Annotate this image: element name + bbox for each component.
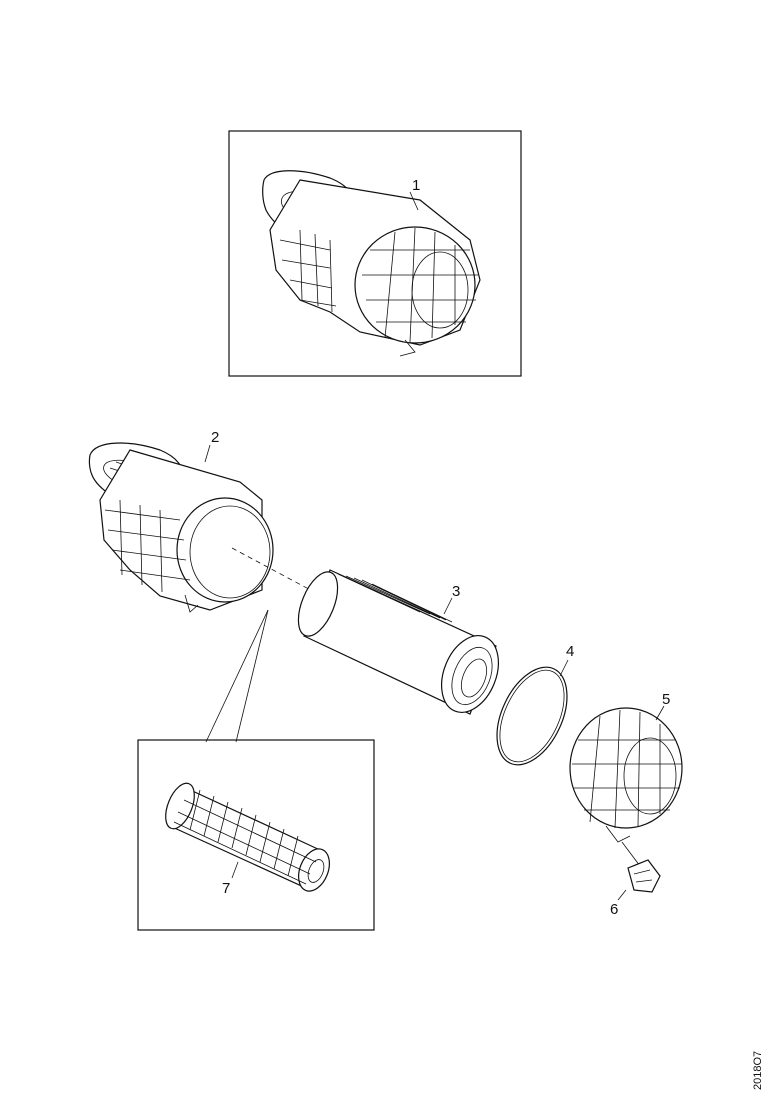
- safety-filter-drawing: [165, 782, 330, 892]
- assembled-air-cleaner-drawing: [262, 170, 481, 357]
- assembly-inset: 1: [228, 130, 522, 377]
- callout-7: 7: [222, 880, 230, 897]
- drawing-code: 2018O7: [752, 1050, 772, 1090]
- callout-4: 4: [566, 643, 574, 660]
- callout-5: 5: [662, 691, 670, 708]
- filter-element-drawing: 3: [297, 569, 499, 715]
- assembly-inset-frame: [228, 130, 522, 377]
- callout-6: 6: [610, 901, 618, 918]
- callout-1: 1: [412, 177, 420, 194]
- dust-valve-drawing: 6: [610, 841, 661, 918]
- drawing-code-text: 2018O7: [752, 1050, 764, 1090]
- callout-3: 3: [452, 583, 460, 600]
- housing-drawing: 2: [88, 429, 274, 613]
- callout-2: 2: [211, 429, 219, 446]
- safety-filter-inset-frame: [137, 739, 375, 931]
- safety-filter-inset: 7: [137, 609, 375, 931]
- seal-ring-drawing: 4: [496, 643, 574, 766]
- end-cover-drawing: 5: [569, 691, 683, 843]
